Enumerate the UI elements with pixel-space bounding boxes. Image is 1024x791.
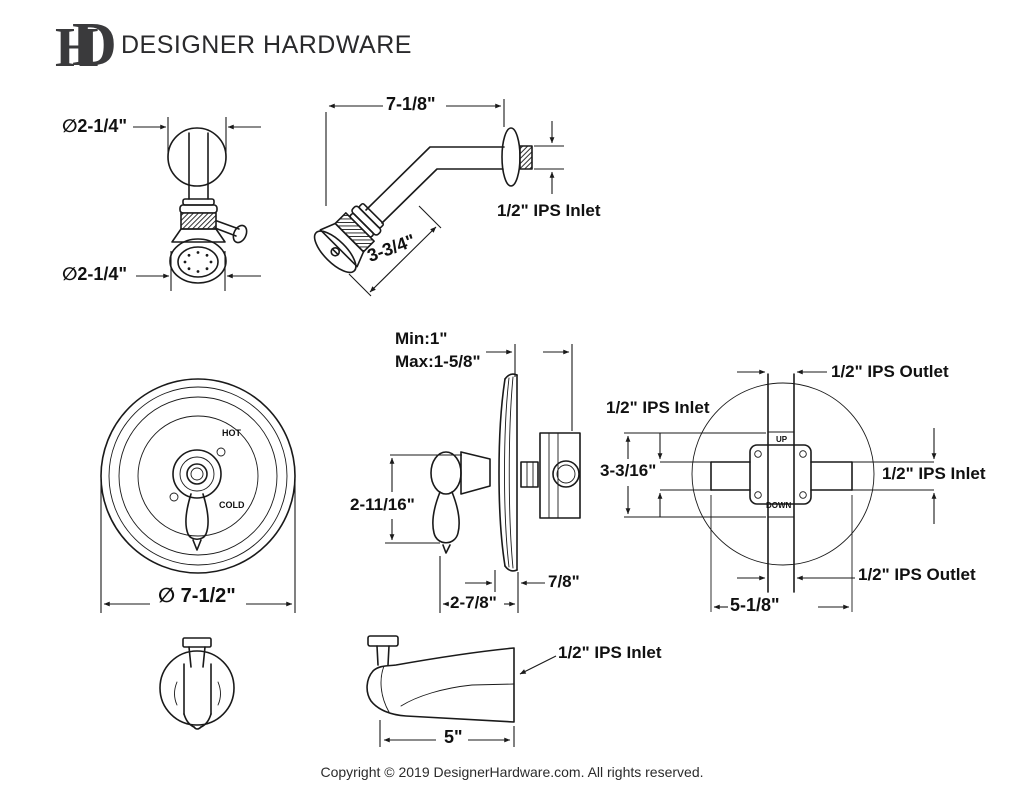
label-hot: HOT: [222, 428, 241, 438]
tub-spout-side-drawing: [366, 635, 557, 747]
dim-plate-depth: 7/8": [548, 572, 580, 591]
valve-side-drawing: [385, 344, 581, 613]
brand-name: DESIGNER HARDWARE: [121, 31, 412, 59]
trim-plate-dimensions: [100, 479, 296, 613]
showerhead-side-drawing: [313, 99, 564, 297]
showerhead-side-object-lines: [313, 127, 533, 274]
label-spout-inlet: 1/2" IPS Inlet: [558, 643, 662, 662]
label-roughin-inlet-right: 1/2" IPS Inlet: [882, 464, 986, 483]
label-cold: COLD: [219, 500, 245, 510]
dim-roughin-plate-height: 3-3/16": [600, 461, 657, 480]
showerhead-front-dimensions: [133, 117, 261, 291]
dim-wall-depth-max: Max:1-5/8": [395, 352, 481, 371]
monogram-letter-h: H: [55, 17, 99, 79]
label-up: UP: [776, 435, 788, 444]
dim-trim-plate-diameter: ∅ 7-1/2": [158, 585, 236, 607]
dim-shower-arm-length: 7-1/8": [386, 94, 436, 114]
dim-handle-depth: 2-7/8": [450, 593, 497, 612]
showerhead-front-object-lines: [167, 127, 248, 284]
dim-showerhead-face-diameter: ∅2-1/4": [62, 264, 127, 284]
tub-spout-side-dimensions: [379, 655, 557, 747]
dim-wall-depth-min: Min:1": [395, 329, 448, 348]
tub-spout-front-drawing: [159, 637, 235, 730]
valve-side-object-lines: [430, 373, 581, 572]
tub-spout-side-object-lines: [366, 635, 515, 723]
copyright-notice: Copyright © 2019 DesignerHardware.com. A…: [320, 764, 704, 780]
showerhead-front-drawing: [133, 117, 261, 291]
label-shower-arm-inlet: 1/2" IPS Inlet: [497, 201, 601, 220]
monogram-letter-d: D: [72, 11, 117, 79]
label-down: DOWN: [766, 501, 792, 510]
hd-monogram-logo-icon: H D: [55, 14, 117, 76]
dim-spout-length: 5": [444, 727, 463, 747]
dim-showerhead-flange-diameter: ∅2-1/4": [62, 116, 127, 136]
trim-plate-front-drawing: [100, 378, 296, 613]
valve-side-dimensions: [385, 344, 573, 613]
trim-plate-object-lines: [100, 378, 296, 574]
dim-handle-height: 2-11/16": [350, 495, 415, 514]
label-roughin-outlet-bottom: 1/2" IPS Outlet: [858, 565, 976, 584]
rough-in-valve-drawing: [624, 369, 937, 612]
label-roughin-outlet-top: 1/2" IPS Outlet: [831, 362, 949, 381]
tub-spout-front-object-lines: [159, 637, 235, 730]
rough-in-object-lines: [691, 373, 875, 593]
rough-in-dimensions: [624, 369, 937, 612]
label-roughin-inlet-left: 1/2" IPS Inlet: [606, 398, 710, 417]
dim-roughin-width: 5-1/8": [730, 595, 780, 615]
showerhead-side-dimensions: [325, 99, 564, 297]
